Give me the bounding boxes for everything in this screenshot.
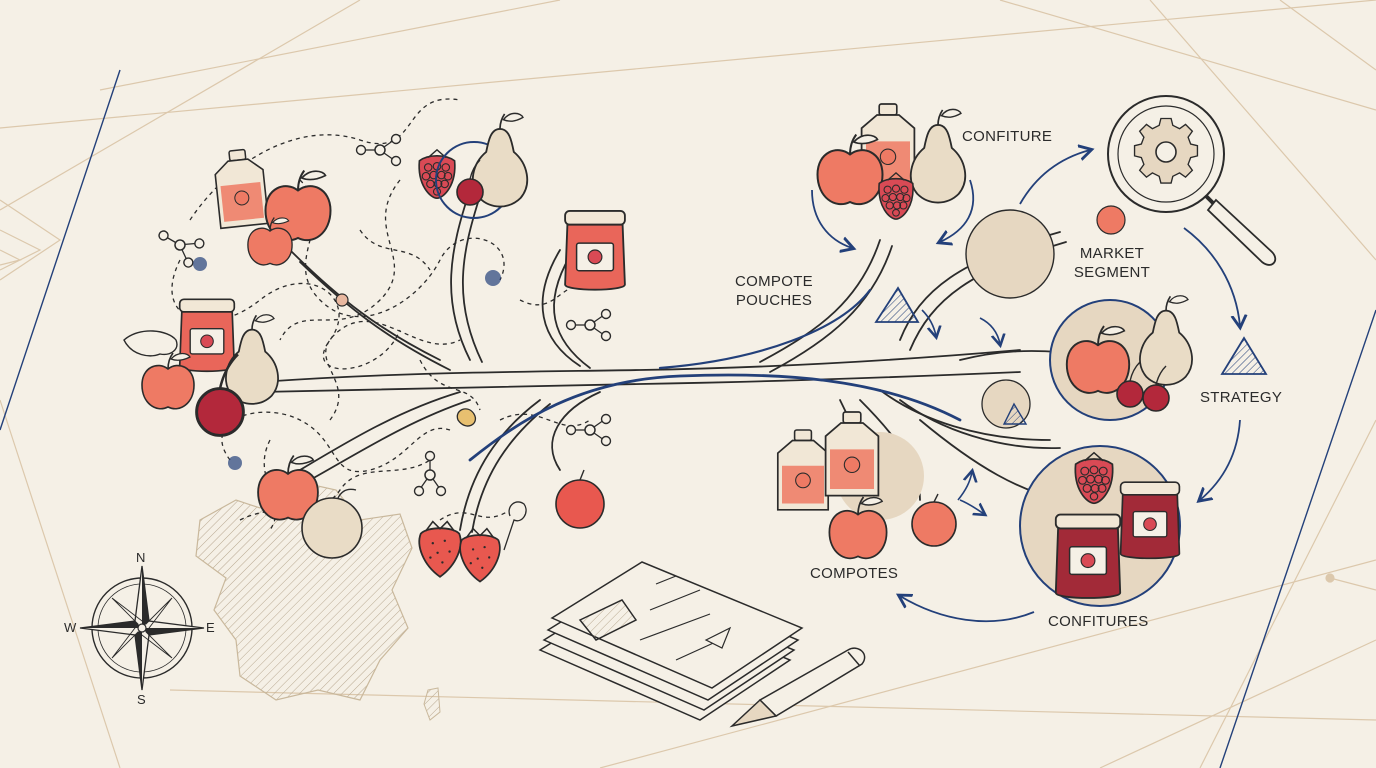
cloth-icon	[123, 330, 178, 357]
market-segment-circle	[965, 209, 1055, 299]
label-compote-pouches-line1: COMPOTE	[735, 273, 813, 290]
compass-east: E	[206, 620, 215, 635]
cycle-arrow	[957, 472, 972, 501]
jam-jar-icon	[1054, 513, 1122, 599]
apple-icon	[911, 501, 957, 547]
jam-jar-icon	[564, 209, 626, 291]
molecule-icon	[413, 450, 447, 497]
cycle-arrow	[1183, 227, 1240, 326]
pouch-icon	[776, 429, 830, 511]
strawberry-icon	[418, 520, 462, 578]
label-market-segment-line2: SEGMENT	[1073, 264, 1151, 281]
label-strategy: STRATEGY	[1200, 389, 1283, 406]
apple-icon	[301, 497, 363, 559]
apple-stem	[337, 488, 357, 499]
label-confitures: CONFITURES	[1048, 613, 1149, 630]
cycle-arrow	[1019, 150, 1090, 205]
cycle-arrow	[900, 596, 1035, 623]
cycle-arrow	[979, 317, 1000, 344]
cycle-arrow	[959, 499, 984, 514]
spoon-icon	[503, 501, 527, 551]
label-compote-pouches-line2: POUCHES	[735, 292, 813, 309]
flow-line-upper	[658, 288, 872, 370]
compass-north: N	[136, 550, 146, 565]
main-flow-line	[468, 373, 962, 462]
triangle-icon	[1220, 336, 1268, 375]
background-navy-frame	[0, 69, 1376, 768]
molecule-node	[228, 456, 242, 470]
fountain-pen-icon	[729, 647, 866, 728]
triangle-icon	[1002, 402, 1028, 425]
market-segment-dot	[1096, 205, 1126, 235]
molecule-node	[193, 257, 207, 271]
label-market-segment-line1: MARKET	[1079, 245, 1145, 262]
molecule-node	[335, 293, 349, 307]
compass-west: W	[64, 620, 77, 635]
apple-icon	[555, 479, 605, 529]
cycle-arrow	[1200, 419, 1241, 500]
molecule-icon	[355, 133, 402, 167]
document-stack-icon	[538, 561, 804, 721]
label-compotes: COMPOTES	[810, 565, 899, 582]
pouch-icon	[212, 146, 270, 230]
gear-icon	[1133, 117, 1199, 184]
molecule-icon	[565, 413, 612, 447]
cycle-arrow	[811, 189, 852, 248]
strawberry-icon	[459, 527, 501, 583]
bee-icon	[456, 408, 477, 427]
jam-jar-icon	[178, 298, 236, 373]
triangle-icon	[874, 286, 920, 323]
cycle-arrow	[921, 309, 936, 336]
label-confiture: CONFITURE	[962, 128, 1053, 145]
pouch-icon	[824, 411, 880, 497]
corsica-map	[423, 687, 441, 721]
molecule-icon	[565, 308, 612, 342]
magnifier-icon	[1107, 95, 1277, 266]
apple-stem	[579, 469, 585, 481]
jam-jar-icon	[1119, 481, 1181, 560]
cycle-arrow	[940, 179, 975, 242]
pear-icon	[909, 108, 967, 204]
apple-stem	[933, 493, 939, 503]
label-compote-pouches: COMPOTE POUCHES	[724, 272, 824, 310]
molecule-node	[485, 270, 501, 286]
compass-south: S	[137, 692, 146, 707]
pear-icon	[1139, 294, 1193, 386]
compass-icon	[79, 565, 205, 691]
label-market-segment: MARKET SEGMENT	[1062, 244, 1162, 282]
branching-tree	[259, 189, 1067, 533]
